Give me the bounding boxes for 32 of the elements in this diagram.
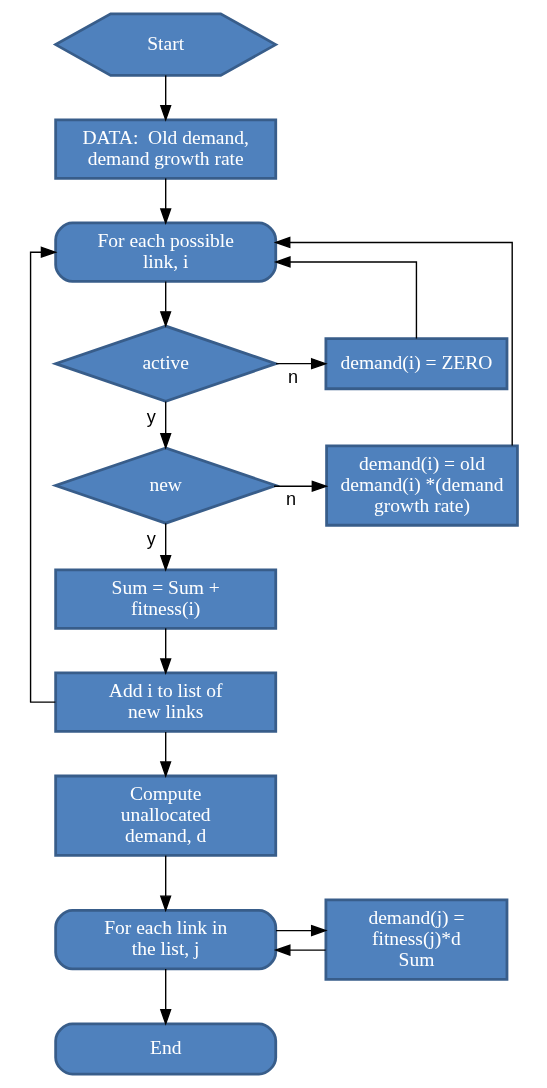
arrow (272, 480, 328, 493)
arrow (159, 522, 172, 572)
node-box: For each link in the list, j (53, 909, 277, 971)
node-box: demand(j) = fitness(j)*d Sum (324, 898, 508, 981)
node-box: Compute unallocated demand, d (53, 774, 277, 857)
node-box: demand(i) = old demand(i) *(demand growth rate) (324, 444, 519, 527)
node-diamond: new (50, 446, 280, 525)
node-box: Add i to list of new links (53, 671, 277, 733)
node-box: Sum = Sum + fitness(i) (53, 568, 277, 630)
node-box: End (53, 1022, 277, 1076)
arrow (274, 357, 328, 370)
arrow (273, 256, 417, 340)
node-box: DATA: Old demand, demand growth rate (53, 118, 277, 180)
node-box: demand(i) = ZERO (324, 337, 508, 391)
arrow (159, 968, 172, 1026)
arrow (273, 944, 326, 956)
edge-label: n (285, 489, 296, 510)
arrow (159, 854, 172, 913)
edge-label: y (146, 529, 156, 550)
arrow (29, 246, 57, 703)
arrow (159, 627, 172, 675)
arrow (274, 924, 328, 937)
edge-label: n (287, 366, 298, 387)
arrow (159, 731, 172, 778)
node-diamond: active (50, 324, 280, 403)
arrow (159, 177, 172, 225)
node-box: For each possible link, i (53, 221, 277, 283)
arrow (159, 74, 172, 122)
arrow (273, 236, 513, 447)
arrow (159, 400, 172, 450)
arrow (159, 280, 172, 328)
edge-label: y (146, 407, 156, 428)
